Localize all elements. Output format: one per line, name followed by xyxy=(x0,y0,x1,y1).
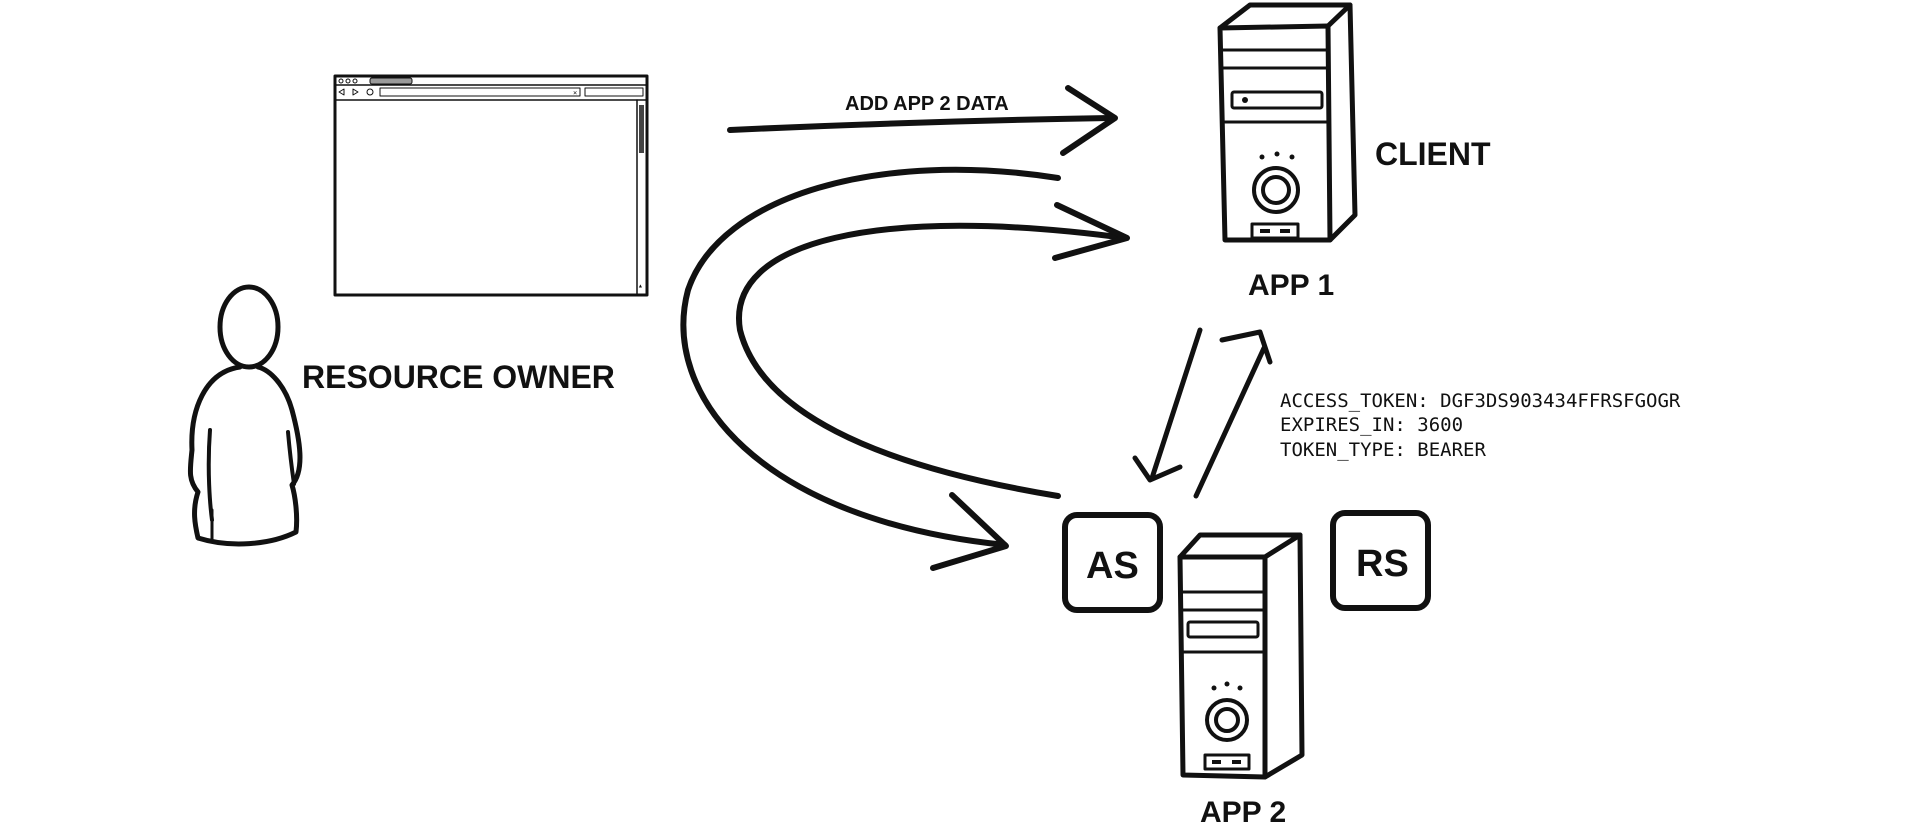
add-data-arrow xyxy=(727,85,1118,156)
token-response: ACCESS_TOKEN: DGF3DS903434FFRSFGOGR EXPI… xyxy=(1280,390,1681,461)
svg-text:×: × xyxy=(573,89,577,97)
app2-server-icon xyxy=(1177,532,1305,780)
as-box xyxy=(1062,512,1163,613)
client-label: CLIENT xyxy=(1375,136,1491,172)
svg-text:▴: ▴ xyxy=(638,281,643,290)
token-type-line: TOKEN_TYPE: BEARER xyxy=(1280,439,1486,461)
access-token-line: ACCESS_TOKEN: DGF3DS903434FFRSFGOGR xyxy=(1280,390,1681,412)
resource-owner-figure xyxy=(187,284,303,547)
app1-label: APP 1 xyxy=(1248,269,1334,302)
expires-in-line: EXPIRES_IN: 3600 xyxy=(1280,414,1463,436)
app1-server-icon xyxy=(1217,2,1358,243)
token-exchange-arrows xyxy=(1132,327,1273,499)
resource-owner-label: RESOURCE OWNER xyxy=(302,359,615,395)
as-label: AS xyxy=(1086,545,1139,587)
add-app2-data-label: ADD APP 2 DATA xyxy=(845,93,1009,115)
browser-window: × ▴ xyxy=(333,74,649,297)
app2-label: APP 2 xyxy=(1200,796,1286,829)
rs-label: RS xyxy=(1356,543,1409,585)
rs-box xyxy=(1330,510,1431,611)
redirect-loop-arrow xyxy=(680,166,1130,571)
